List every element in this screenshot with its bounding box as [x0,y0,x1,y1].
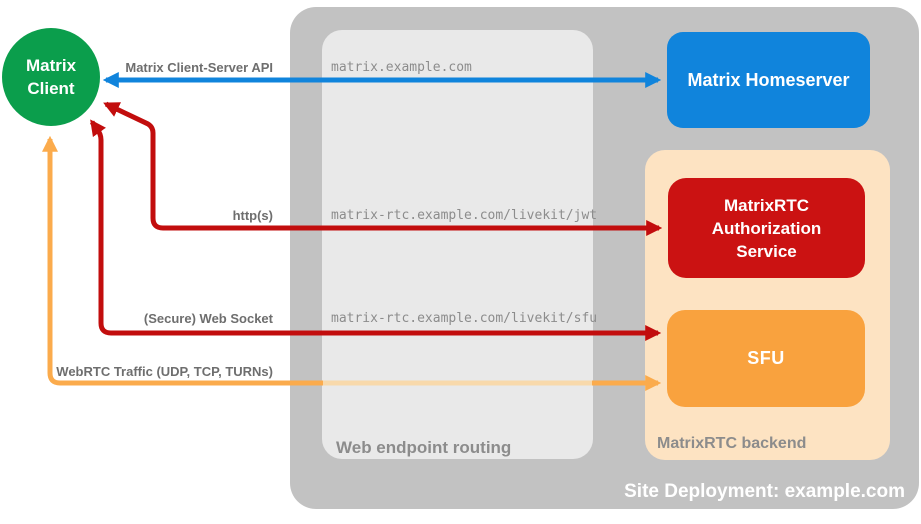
connection-label-client-server-api: Matrix Client-Server API [125,60,273,75]
matrixrtc-backend-caption: MatrixRTC backend [657,435,807,452]
matrix-client-node: Matrix Client [2,28,100,126]
matrixrtc-authorization-service-label: MatrixRTC Authorization Service [711,195,822,261]
endpoint-livekit-jwt: matrix-rtc.example.com/livekit/jwt [331,208,598,223]
endpoint-matrix-example-com: matrix.example.com [331,60,472,75]
connection-label-https: http(s) [232,208,273,223]
web-endpoint-routing-caption: Web endpoint routing [336,438,512,457]
matrix-homeserver-node: Matrix Homeserver [667,32,870,128]
web-endpoint-routing-box [322,30,593,459]
matrixrtc-authorization-service-node: MatrixRTC Authorization Service [668,178,865,278]
endpoint-livekit-sfu: matrix-rtc.example.com/livekit/sfu [331,311,598,326]
connection-label-web-socket: (Secure) Web Socket [143,311,273,326]
sfu-label: SFU [747,348,785,368]
sfu-node: SFU [667,310,865,407]
site-deployment-caption: Site Deployment: example.com [624,481,905,502]
connection-label-webrtc-traffic: WebRTC Traffic (UDP, TCP, TURNs) [56,364,273,379]
matrix-homeserver-label: Matrix Homeserver [687,69,850,90]
matrix-client-label: Matrix Client [25,56,77,98]
